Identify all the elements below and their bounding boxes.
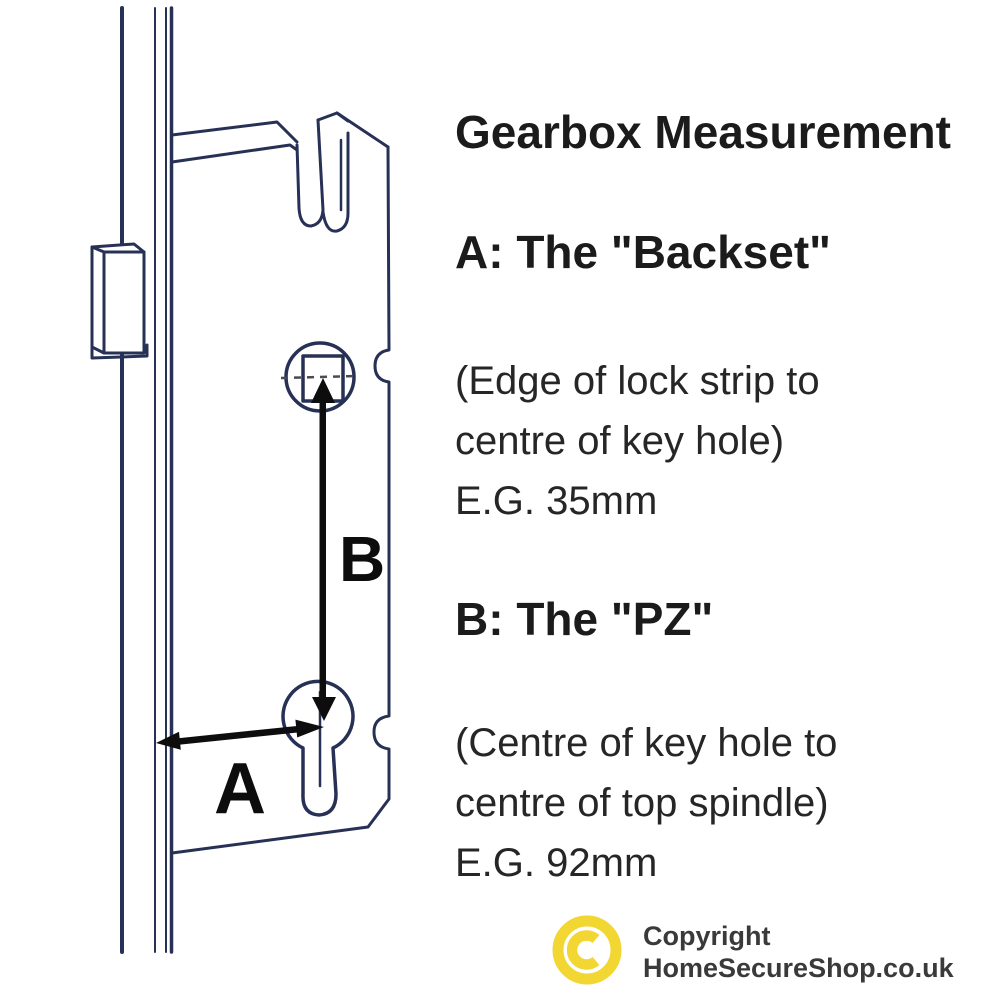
section-a-description: (Edge of lock strip to centre of key hol… xyxy=(455,351,820,531)
section-b-description: (Centre of key hole to centre of top spi… xyxy=(455,713,837,893)
measurement-arrows xyxy=(156,378,336,750)
arrow-a xyxy=(156,719,324,750)
copyright-site: HomeSecureShop.co.uk xyxy=(643,953,954,983)
section-a-line-2: centre of key hole) xyxy=(455,419,785,463)
measurement-label-b: B xyxy=(339,523,385,595)
latch-block xyxy=(90,242,149,360)
section-a-line-3: E.G. 35mm xyxy=(455,479,658,523)
measurement-label-a: A xyxy=(214,749,266,829)
faceplate-outline xyxy=(170,111,391,855)
section-b-line-3: E.G. 92mm xyxy=(455,841,658,885)
copyright-text: Copyright HomeSecureShop.co.uk xyxy=(643,911,954,984)
copyright-footer: Copyright HomeSecureShop.co.uk xyxy=(548,911,954,989)
lock-strip xyxy=(120,6,174,954)
arrow-b xyxy=(311,378,336,721)
copyright-icon xyxy=(552,915,622,985)
section-a-heading: A: The "Backset" xyxy=(455,226,831,278)
copyright-label: Copyright xyxy=(643,921,771,951)
section-b-line-2: centre of top spindle) xyxy=(455,781,829,825)
section-b-heading: B: The "PZ" xyxy=(455,593,714,645)
section-b-line-1: (Centre of key hole to xyxy=(455,721,838,765)
section-a-line-1: (Edge of lock strip to xyxy=(455,359,820,403)
page-title: Gearbox Measurement xyxy=(455,106,951,158)
lock-diagram: A B xyxy=(90,6,391,954)
